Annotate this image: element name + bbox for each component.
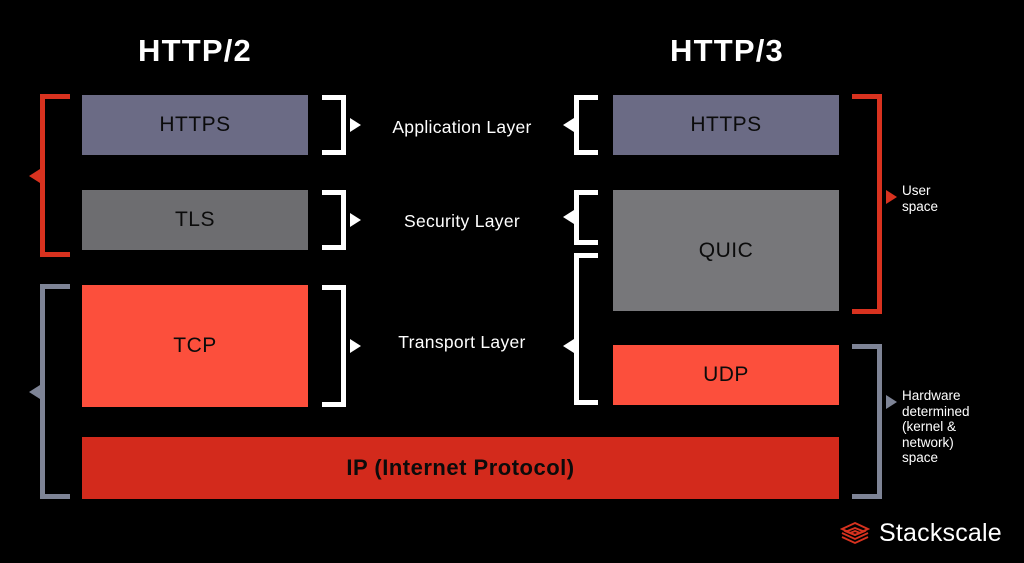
- bracket-http2-transport: [322, 285, 346, 407]
- arrow-http2-user-space: [29, 169, 40, 183]
- box-http2-tls: TLS: [82, 190, 308, 250]
- hardware-space-text: Hardware determined (kernel & network) s…: [902, 388, 970, 465]
- column-title-http2: HTTP/2: [138, 33, 252, 68]
- label-user-space: User space: [902, 183, 938, 214]
- bracket-http3-transport: [574, 253, 598, 405]
- layer-label-transport: Transport Layer: [342, 332, 582, 353]
- arrow-http2-application: [350, 118, 361, 132]
- stacked-layers-icon: [839, 518, 871, 548]
- box-label: IP (Internet Protocol): [346, 455, 575, 480]
- arrow-http3-transport: [563, 339, 574, 353]
- bracket-http3-application: [574, 95, 598, 155]
- layer-label-application: Application Layer: [342, 117, 582, 138]
- bracket-http3-hardware-space: [852, 344, 882, 499]
- box-http3-https: HTTPS: [613, 95, 839, 155]
- box-label: HTTPS: [690, 113, 762, 136]
- label-hardware-space: Hardware determined (kernel & network) s…: [902, 388, 970, 466]
- bracket-http2-user-space: [40, 94, 70, 257]
- layer-text: Application Layer: [392, 117, 532, 137]
- arrow-http3-security: [563, 210, 574, 224]
- bracket-http3-user-space: [852, 94, 882, 314]
- bracket-http2-hardware-space: [40, 284, 70, 499]
- arrow-http3-hardware-space: [886, 395, 897, 409]
- column-title-http3: HTTP/3: [670, 33, 784, 68]
- layer-label-security: Security Layer: [342, 211, 582, 232]
- box-http2-https: HTTPS: [82, 95, 308, 155]
- arrow-http3-user-space: [886, 190, 897, 204]
- box-http3-quic: QUIC: [613, 190, 839, 311]
- bracket-http2-application: [322, 95, 346, 155]
- box-label: TLS: [174, 208, 215, 231]
- arrow-http2-security: [350, 213, 361, 227]
- stackscale-logo: Stackscale: [839, 518, 1002, 548]
- box-label: UDP: [703, 363, 749, 386]
- bracket-http3-security: [574, 190, 598, 245]
- box-ip-internet-protocol: IP (Internet Protocol): [82, 437, 839, 499]
- arrow-http3-application: [563, 118, 574, 132]
- user-space-text: User space: [902, 183, 939, 214]
- box-label: QUIC: [698, 238, 754, 262]
- box-label: TCP: [173, 334, 217, 357]
- layer-text: Transport Layer: [398, 332, 526, 352]
- brand-name: Stackscale: [879, 518, 1002, 547]
- arrow-http2-transport: [350, 339, 361, 353]
- box-label: HTTPS: [159, 113, 231, 136]
- bracket-http2-security: [322, 190, 346, 250]
- layer-text: Security Layer: [403, 211, 521, 231]
- box-http3-udp: UDP: [613, 345, 839, 405]
- arrow-http2-hardware-space: [29, 385, 40, 399]
- box-http2-tcp: TCP: [82, 285, 308, 407]
